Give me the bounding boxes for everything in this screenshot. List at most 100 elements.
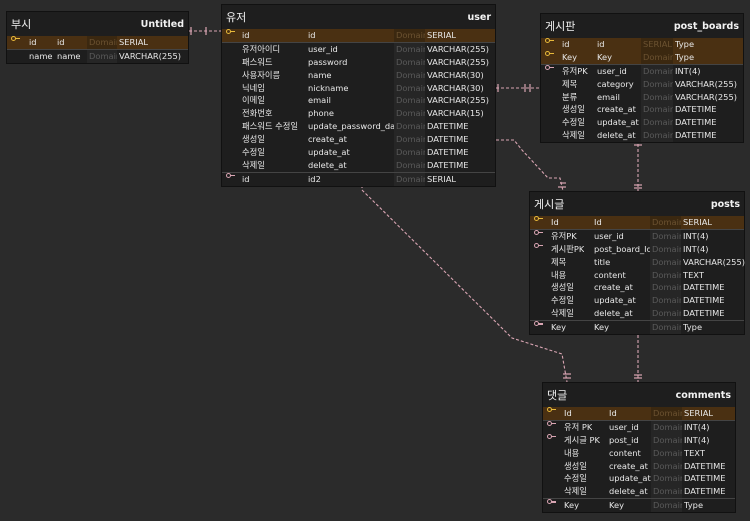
primary-key-icon <box>534 216 543 222</box>
column-logical-name: 제목 <box>562 78 578 89</box>
column-type: DATETIME <box>683 282 725 293</box>
column-type: DATETIME <box>427 147 469 158</box>
column-logical-name: id <box>29 37 37 47</box>
table-header[interactable]: 게시글 posts <box>530 192 744 216</box>
column-logical-name: Key <box>564 500 580 511</box>
column-physical-name: delete_at <box>308 159 347 170</box>
column-domain: Domain <box>650 268 681 282</box>
table-physical-name: post_boards <box>673 20 739 32</box>
table-header[interactable]: 댓글 comments <box>543 383 735 407</box>
column-domain: Domain <box>641 116 673 130</box>
table-header[interactable]: 유저 user <box>222 5 495 29</box>
column-logical-name: name <box>29 50 53 61</box>
column-physical-name: Key <box>594 322 610 333</box>
column-physical-name: post_board_Id <box>594 243 652 254</box>
column-physical-name: category <box>597 78 634 89</box>
relationship-line[interactable] <box>496 139 564 192</box>
table-header[interactable]: 부시 Untitled <box>7 12 188 36</box>
column-logical-name: 수정일 <box>564 473 587 484</box>
column-type: DATETIME <box>427 159 469 170</box>
column-physical-name: password <box>308 56 348 67</box>
column-logical-name: id <box>562 39 570 49</box>
column-logical-name: 이메일 <box>242 95 265 106</box>
column-logical-name: 생성일 <box>551 282 574 293</box>
column-physical-name: user_id <box>594 230 624 241</box>
column-domain: Domain <box>641 90 673 104</box>
column-type: VARCHAR(30) <box>427 69 484 80</box>
column-domain: Domain <box>651 407 682 420</box>
column-type: SERIAL <box>684 408 714 418</box>
column-domain: Domain <box>650 255 681 269</box>
column-physical-name: name <box>57 50 81 61</box>
column-logical-name: 내용 <box>551 269 567 280</box>
column-domain: Domain <box>641 77 673 91</box>
column-physical-name: phone <box>308 108 334 119</box>
column-domain: Domain <box>650 307 681 321</box>
column-domain: Domain <box>394 107 425 121</box>
column-physical-name: update_at <box>594 295 636 306</box>
column-physical-name: create_at <box>308 134 347 145</box>
column-physical-name: user_id <box>609 421 639 432</box>
column-domain: Domain <box>650 229 681 243</box>
column-type: DATETIME <box>684 473 726 484</box>
column-physical-name: update_at <box>308 147 350 158</box>
column-type: DATETIME <box>684 486 726 497</box>
primary-key-icon <box>545 38 554 44</box>
column-physical-name: content <box>609 447 641 458</box>
column-physical-name: update_password_date <box>308 121 404 132</box>
column-physical-name: Key <box>609 500 625 511</box>
table-busi[interactable]: 부시 Untitled ididDomainSERIALnamenameDoma… <box>6 11 189 64</box>
column-physical-name: content <box>594 269 626 280</box>
column-type: DATETIME <box>684 460 726 471</box>
column-type: Type <box>675 51 695 62</box>
column-physical-name: delete_at <box>597 130 636 141</box>
column-physical-name: email <box>597 91 620 102</box>
table-header[interactable]: 게시판 post_boards <box>541 14 743 38</box>
column-logical-name: id <box>242 173 250 184</box>
column-row[interactable]: namenameDomainVARCHAR(255) <box>7 48 188 63</box>
